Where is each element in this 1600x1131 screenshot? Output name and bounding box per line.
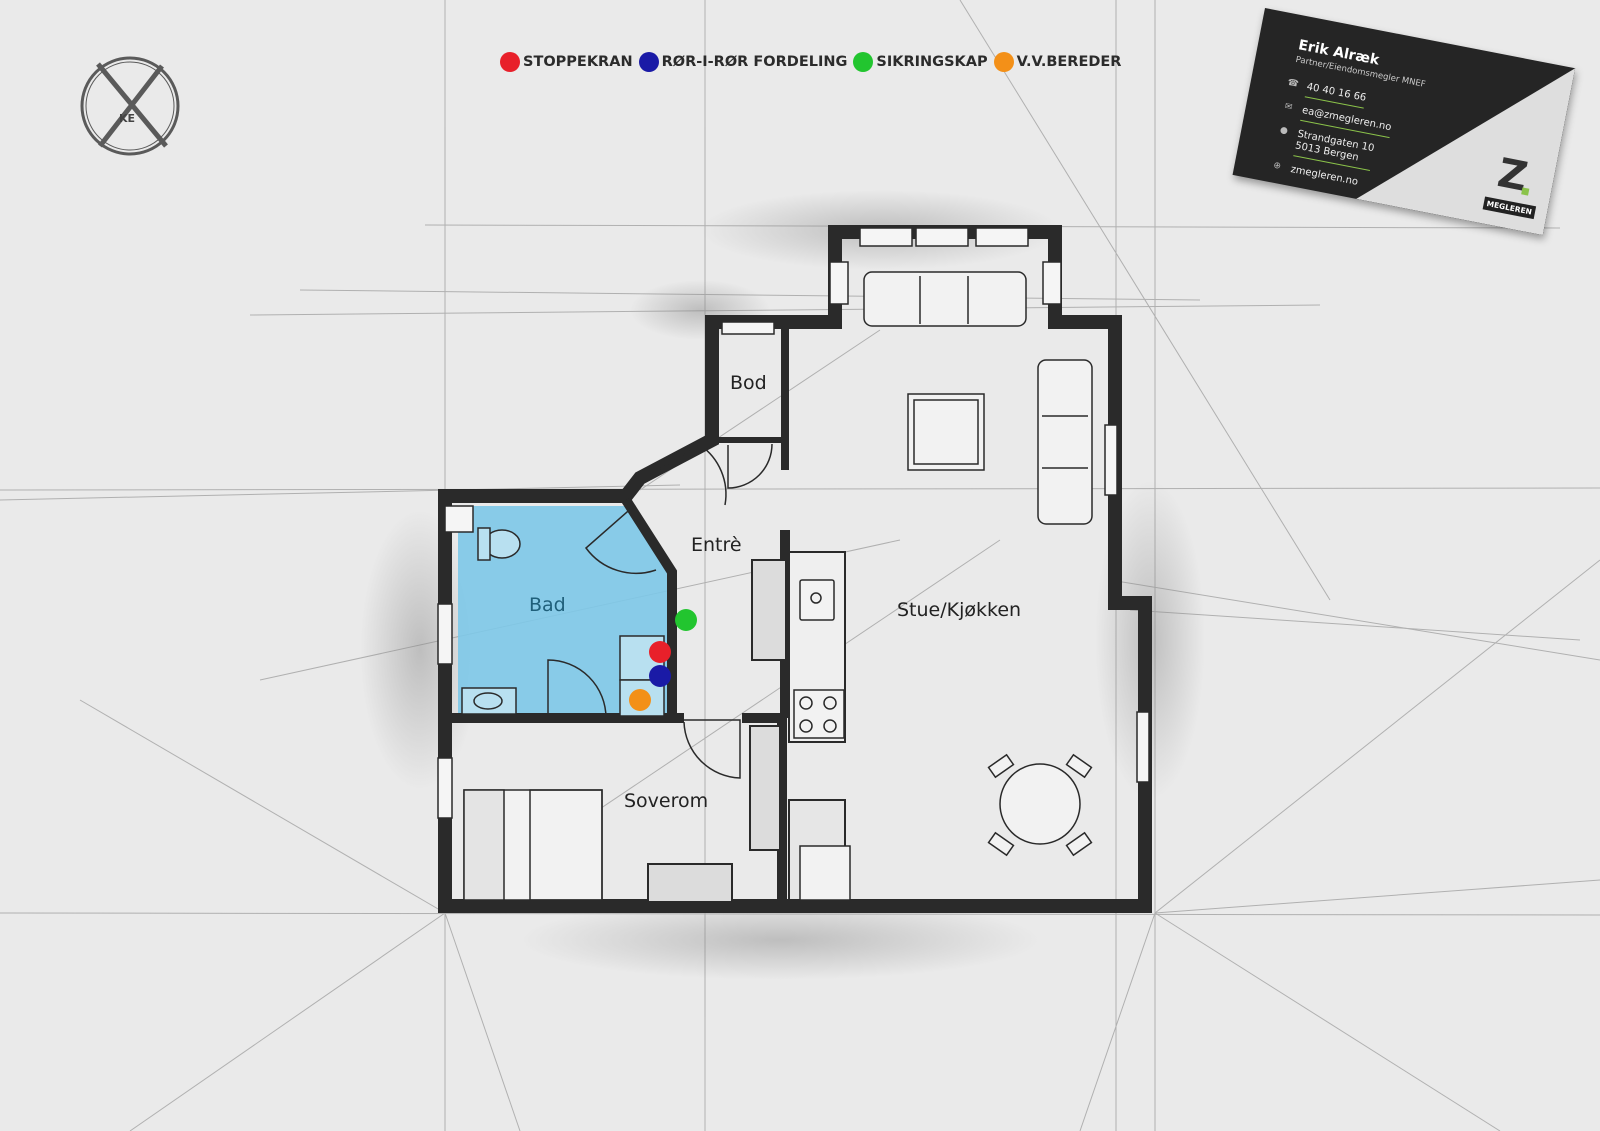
card-phone: 40 40 16 66 [1304, 81, 1368, 109]
doors [547, 443, 773, 779]
logo-letter: Z [1493, 149, 1532, 201]
windows [437, 227, 1150, 819]
room-label-stue-kjokken: Stue/Kjøkken [897, 599, 1022, 621]
legend-item-sikringskap: SIKRINGSKAP [853, 52, 988, 72]
legend-item-vv-bereder: V.V.BEREDER [993, 52, 1122, 72]
legend-item-ror-i-ror: RØR-I-RØR FORDELING [638, 52, 848, 72]
zmegleren-logo: Z MEGLEREN [1482, 149, 1539, 220]
brand-logo [80, 56, 180, 156]
walls [438, 225, 1152, 913]
card-website: zmegleren.no [1289, 163, 1359, 188]
brand-logo-monogram: KE [119, 112, 136, 125]
sikringskap-marker [675, 609, 697, 631]
phone-icon: ☎ [1286, 77, 1300, 90]
legend-label: RØR-I-RØR FORDELING [661, 54, 848, 70]
room-label-bad: Bad [529, 594, 566, 616]
room-label-soverom: Soverom [624, 790, 709, 812]
room-label-bod: Bod [730, 372, 767, 394]
room-label-entre: Entrè [691, 534, 742, 556]
vv-bereder-marker [629, 689, 651, 711]
legend-dot-red [500, 52, 520, 72]
legend-dot-orange [993, 52, 1014, 72]
legend-item-stoppekran: STOPPEKRAN [500, 52, 633, 72]
bathroom-area [458, 506, 672, 718]
legend-dot-green [853, 52, 874, 72]
card-address: Strandgaten 10 5013 Bergen [1293, 128, 1376, 171]
furniture [461, 271, 1093, 901]
legend-label: V.V.BEREDER [1016, 54, 1122, 70]
legend-dot-blue [638, 52, 659, 72]
location-icon: ● [1279, 125, 1289, 137]
logo-dot [1521, 187, 1530, 196]
ror-i-ror-marker [649, 665, 671, 687]
mail-icon: ✉ [1283, 101, 1294, 113]
legend: STOPPEKRAN RØR-I-RØR FORDELING SIKRINGSK… [500, 52, 1121, 72]
legend-label: STOPPEKRAN [523, 54, 633, 70]
stoppekran-marker [649, 641, 671, 663]
installation-markers [629, 609, 697, 711]
globe-icon: ⊕ [1272, 160, 1282, 172]
legend-label: SIKRINGSKAP [876, 54, 988, 70]
